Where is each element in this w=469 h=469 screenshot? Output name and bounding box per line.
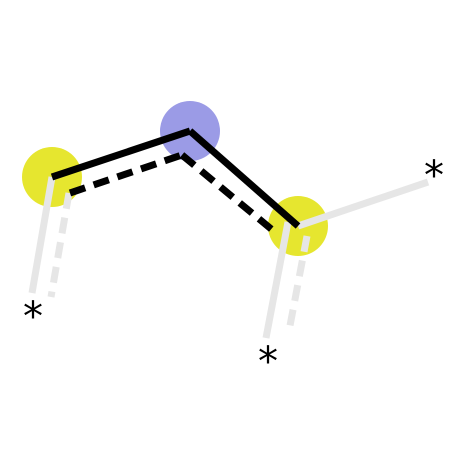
bond-s-left-r1 (28, 176, 73, 298)
attachment-point-r1-label: * (23, 294, 43, 340)
bond-n-center-s-right (179, 128, 301, 236)
attachment-point-r2-label: * (258, 339, 278, 385)
attachment-point-r3-label: * (424, 153, 444, 199)
bond-s-right-r3 (296, 178, 430, 230)
bond-s-right-r2 (262, 221, 311, 339)
bond-s-left-n-center (50, 127, 192, 197)
